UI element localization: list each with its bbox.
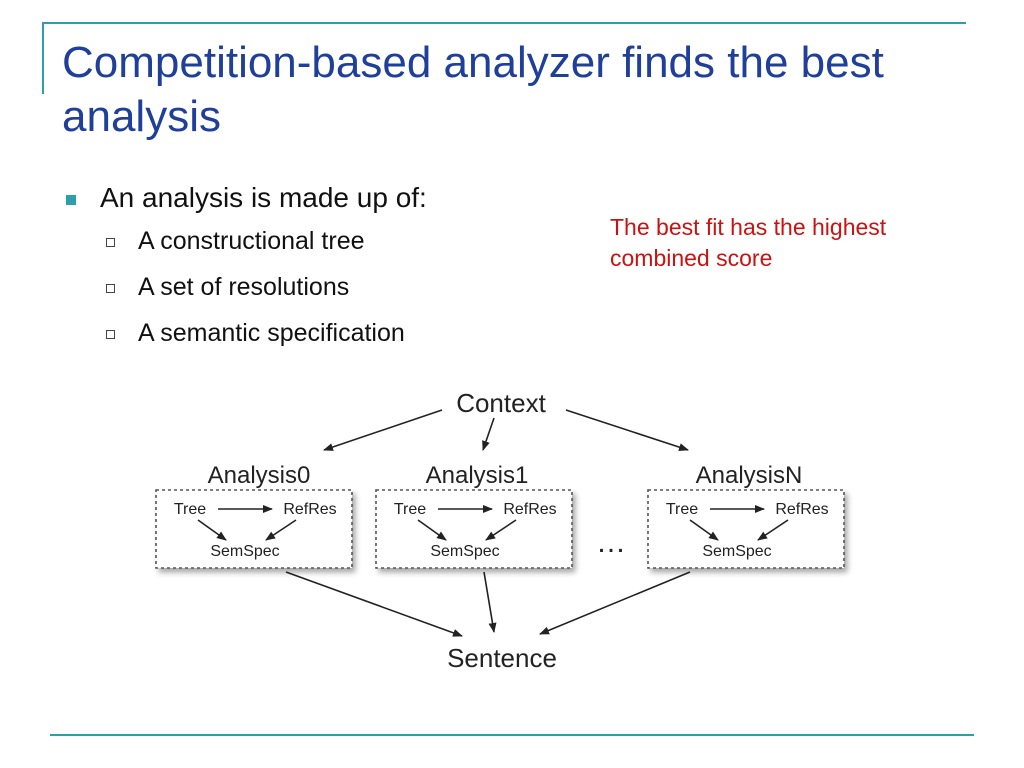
slide-title: Competition-based analyzer finds the bes… (62, 38, 884, 141)
sub-bullet-item: A constructional tree (62, 224, 602, 258)
refres-to-semspec-arrow (265, 519, 297, 541)
refres-label: RefRes (503, 501, 556, 518)
semspec-label: SemSpec (210, 543, 279, 560)
hollow-square-bullet-icon (106, 284, 115, 293)
analysis0-to-sentence-arrow (285, 571, 463, 637)
analysisn-to-sentence-arrow (539, 571, 691, 635)
square-bullet-icon (66, 195, 76, 205)
bullet-item: An analysis is made up of: (62, 180, 602, 216)
analysis-label: Analysis1 (426, 462, 529, 489)
ellipsis: … (596, 526, 626, 559)
title-frame-top-line (42, 22, 966, 24)
refres-label: RefRes (775, 501, 828, 518)
analysis-group: AnalysisN Tree RefRes SemSpec (647, 462, 845, 569)
hollow-square-bullet-icon (106, 330, 115, 339)
analysis-box (155, 489, 353, 569)
title-frame-left-line (42, 22, 44, 94)
refres-to-semspec-arrow (757, 519, 789, 541)
sub-bullet-item: A semantic specification (62, 316, 602, 350)
semspec-label: SemSpec (702, 543, 771, 560)
tree-to-semspec-arrow (417, 519, 447, 541)
analysis-label: AnalysisN (696, 462, 803, 489)
analysis-label: Analysis0 (208, 462, 311, 489)
context-to-analysis0-arrow (323, 409, 443, 451)
analysis1-to-sentence-arrow (483, 571, 497, 633)
analysis-group: Analysis1 Tree RefRes SemSpec (375, 462, 573, 569)
tree-to-semspec-arrow (689, 519, 719, 541)
bullet-text: An analysis is made up of: (100, 182, 427, 213)
semspec-label: SemSpec (430, 543, 499, 560)
sub-bullet-text: A constructional tree (138, 227, 365, 255)
refres-to-semspec-arrow (485, 519, 517, 541)
red-note: The best fit has the highest combined sc… (610, 214, 887, 271)
tree-to-semspec-arrow (197, 519, 227, 541)
context-to-analysis1-arrow (482, 417, 495, 451)
analysis-box (647, 489, 845, 569)
tree-label: Tree (666, 501, 698, 518)
context-to-analysisn-arrow (565, 409, 689, 451)
sub-bullet-text: A set of resolutions (138, 273, 350, 301)
bottom-rule-line (50, 734, 974, 736)
bullet-list: An analysis is made up of: A constructio… (62, 180, 602, 362)
sentence-node-label: Sentence (447, 643, 557, 673)
sub-bullet-text: A semantic specification (138, 319, 405, 347)
sub-bullet-item: A set of resolutions (62, 270, 602, 304)
tree-label: Tree (394, 501, 426, 518)
analysis-box (375, 489, 573, 569)
context-node-label: Context (456, 388, 546, 418)
sub-bullet-list: A constructional tree A set of resolutio… (62, 224, 602, 350)
hollow-square-bullet-icon (106, 238, 115, 247)
refres-label: RefRes (283, 501, 336, 518)
tree-label: Tree (174, 501, 206, 518)
analysis-group: Analysis0 Tree RefRes SemSpec (155, 462, 353, 569)
